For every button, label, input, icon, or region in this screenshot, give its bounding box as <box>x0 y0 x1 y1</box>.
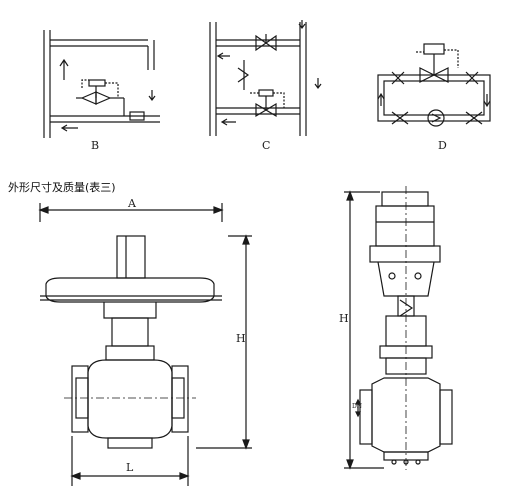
schematic-c-label: C <box>262 139 271 152</box>
dimension-h-side-label: H <box>339 312 349 325</box>
dimension-dn-label: DN <box>352 403 363 410</box>
dimension-l-label: L <box>126 461 134 474</box>
schematic-b-label: B <box>91 139 100 152</box>
schematic-d-drawing <box>377 43 491 127</box>
schematic-d-label: D <box>438 139 447 152</box>
section-heading: 外形尺寸及质量(表三) <box>8 181 116 194</box>
dimension-h-front-label: H <box>236 332 246 345</box>
schematic-b-drawing <box>43 30 160 138</box>
side-view-drawing <box>344 186 453 470</box>
schematic-c-drawing <box>209 20 322 136</box>
dimension-a-label: A <box>128 197 136 210</box>
front-view-drawing <box>38 203 252 486</box>
